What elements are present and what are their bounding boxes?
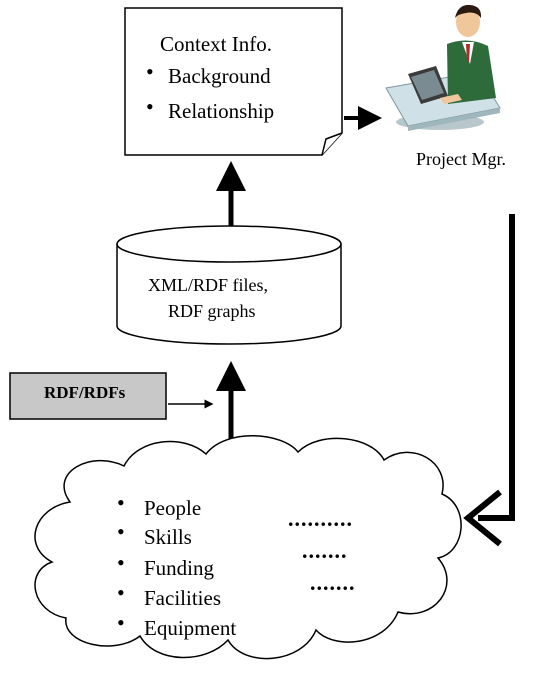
- rdf-box-label: RDF/RDFs: [44, 383, 126, 402]
- ellipsis-2: .......: [302, 538, 348, 563]
- cloud-item-funding: Funding: [144, 556, 215, 580]
- bullet-icon: •: [117, 519, 125, 544]
- bullet-icon: •: [146, 94, 154, 119]
- cloud-item-skills: Skills: [144, 525, 192, 549]
- project-manager-icon: [385, 4, 501, 131]
- bullet-icon: •: [117, 580, 125, 605]
- context-item-relationship: Relationship: [168, 99, 275, 123]
- data-cloud: [34, 435, 462, 660]
- context-box-fold: [321, 132, 343, 156]
- bullet-icon: •: [117, 610, 125, 635]
- bullet-icon: •: [146, 59, 154, 84]
- rdf-box: [9, 372, 167, 420]
- database-cylinder: [116, 225, 342, 345]
- database-label-line2: RDF graphs: [168, 301, 256, 321]
- bullet-icon: •: [117, 550, 125, 575]
- ellipsis-1: ..........: [288, 506, 353, 531]
- context-title: Context Info.: [160, 32, 272, 56]
- project-manager-label: Project Mgr.: [416, 149, 506, 169]
- cloud-item-equipment: Equipment: [144, 616, 237, 640]
- database-label-line1: XML/RDF files,: [148, 275, 269, 295]
- cloud-item-people: People: [144, 496, 202, 520]
- bullet-icon: •: [117, 490, 125, 515]
- ellipsis-3: .......: [310, 570, 356, 595]
- feedback-arrow: [463, 214, 515, 547]
- context-item-background: Background: [168, 64, 271, 88]
- cloud-item-facilities: Facilities: [144, 586, 221, 610]
